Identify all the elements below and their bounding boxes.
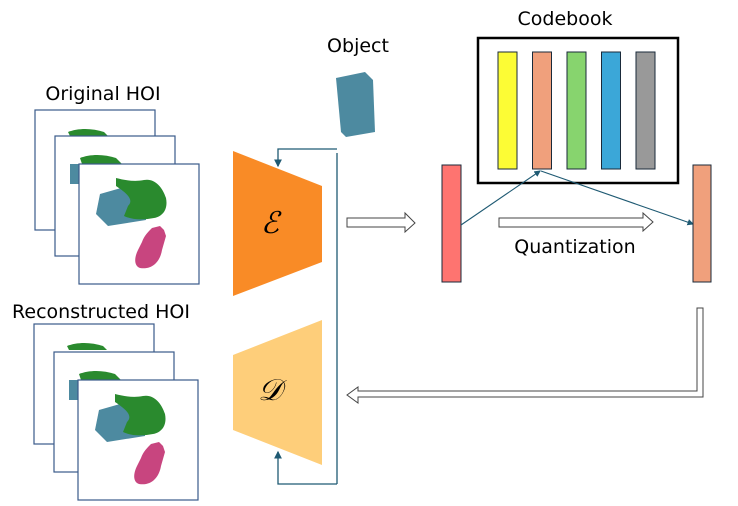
reconstructed-hoi-label: Reconstructed HOI	[12, 301, 190, 323]
object-mesh	[336, 72, 375, 137]
encoder-block	[233, 151, 322, 296]
decode-arrow	[346, 307, 704, 404]
quantization-arrow	[498, 211, 654, 233]
codebook-label: Codebook	[518, 8, 613, 30]
latent-input-bar	[441, 164, 462, 283]
code-gray-entry	[635, 51, 656, 170]
code-green-entry	[566, 51, 587, 170]
original-hoi-label: Original HOI	[45, 83, 160, 105]
code-yellow-entry	[497, 51, 518, 170]
reconstructed-hoi-stack	[33, 323, 199, 501]
object-label: Object	[327, 35, 389, 57]
code-salmon-entry	[532, 51, 552, 170]
quantized-latent-bar	[692, 164, 712, 283]
reconstructed-frame-3	[77, 379, 199, 501]
quantization-links	[460, 170, 695, 226]
quantization-label: Quantization	[514, 236, 635, 258]
codebook-entries	[497, 51, 656, 170]
original-frame-3	[78, 163, 200, 285]
encoder-symbol: ℰ	[261, 206, 282, 241]
object-condition-connector	[274, 148, 338, 485]
code-blue-entry	[601, 51, 621, 170]
decoder-block	[233, 320, 322, 465]
encode-arrow	[346, 211, 416, 234]
original-hoi-stack	[34, 109, 200, 285]
